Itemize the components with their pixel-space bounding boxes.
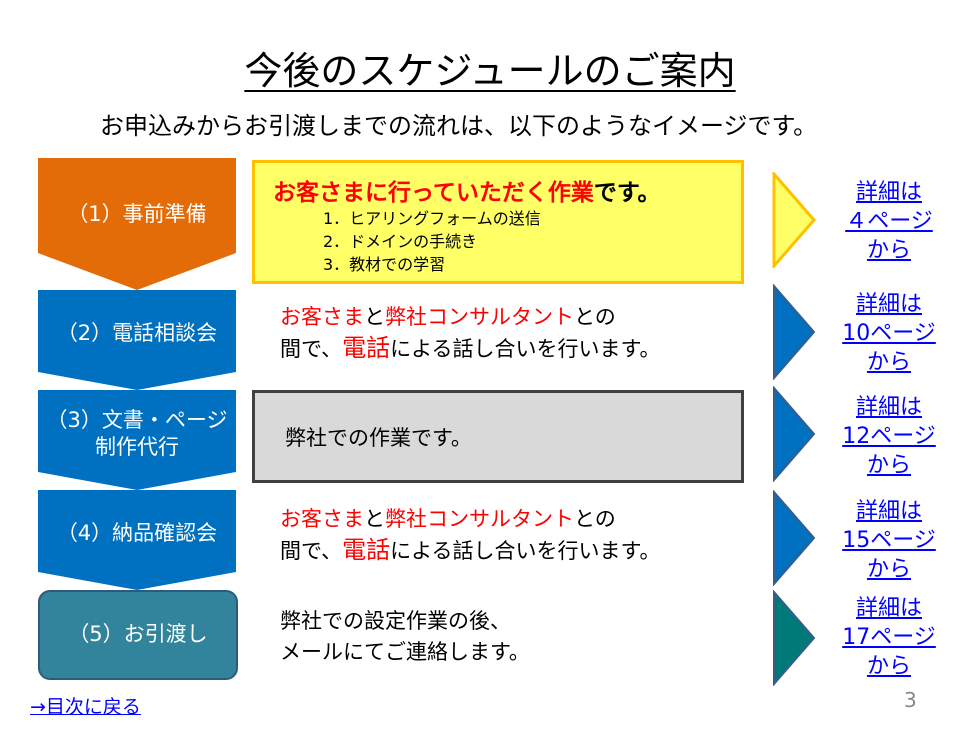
- triangle-icon: [772, 284, 816, 380]
- list-item: 3．教材での学習: [323, 255, 446, 274]
- step-4-description: お客さまと弊社コンサルタントとの 間で、電話による話し合いを行います。: [280, 507, 661, 564]
- list-item: 2．ドメインの手続き: [323, 232, 478, 251]
- step-5-description: 弊社での設定作業の後、メールにてご連絡します。: [280, 609, 530, 664]
- page-title: 今後のスケジュールのご案内: [244, 49, 736, 93]
- step-1-arrow: （1）事前準備: [38, 158, 236, 290]
- back-to-toc-link[interactable]: →目次に戻る: [30, 696, 141, 718]
- step-1-description: お客さまに行っていただく作業です。 1．ヒアリングフォームの送信 2．ドメインの…: [252, 160, 744, 284]
- step-2-description: お客さまと弊社コンサルタントとの 間で、電話による話し合いを行います。: [280, 305, 661, 362]
- step-2-arrow: （2）電話相談会: [38, 290, 236, 390]
- page-number: 3: [904, 688, 917, 712]
- subtitle: お申込みからお引渡しまでの流れは、以下のようなイメージです。: [100, 112, 818, 140]
- step-3-arrow: （3）文書・ページ制作代行: [38, 390, 236, 490]
- step-5-box: （5）お引渡し: [38, 590, 238, 680]
- triangle-icon: [772, 490, 816, 586]
- triangle-icon: [772, 590, 816, 686]
- triangle-icon: [772, 172, 816, 268]
- step-4-arrow: （4）納品確認会: [38, 490, 236, 590]
- triangle-icon: [772, 386, 816, 482]
- list-item: 1．ヒアリングフォームの送信: [323, 209, 541, 228]
- step-3-description: 弊社での作業です。: [252, 390, 744, 483]
